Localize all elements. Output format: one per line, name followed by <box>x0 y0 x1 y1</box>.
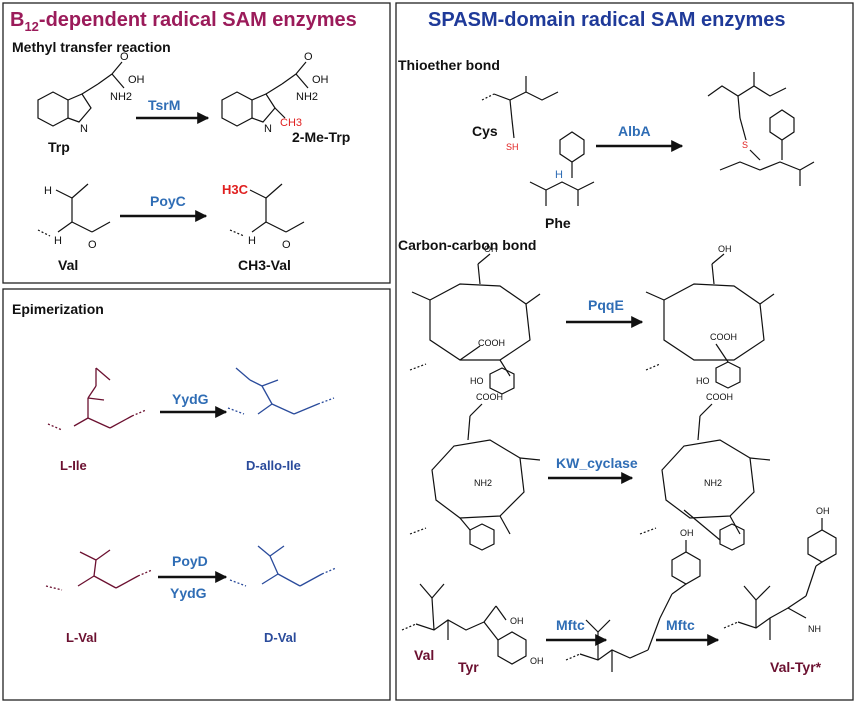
spasm-panel-title: SPASM-domain radical SAM enzymes <box>428 9 786 31</box>
val-tyr-star-label: Val-Tyr* <box>770 659 822 675</box>
pqqe-prod-cooh-text: COOH <box>710 332 737 342</box>
d-val-label: D-Val <box>264 630 297 645</box>
2-me-trp-label: 2-Me-Trp <box>292 129 350 145</box>
kw-cyclase-label: KW_cyclase <box>556 455 638 471</box>
poyd-label: PoyD <box>172 553 208 569</box>
methyl-transfer-heading: Methyl transfer reaction <box>12 39 171 55</box>
d-allo-ile-structure <box>227 367 335 415</box>
cys-label: Cys <box>472 123 498 139</box>
val-label-right: Val <box>414 647 434 663</box>
val-label: Val <box>58 257 78 273</box>
cys-structure: SH <box>481 76 559 152</box>
yydg-label-1: YydG <box>172 391 209 407</box>
spasm-panel-box <box>395 2 854 701</box>
kw-sub-nh2-text: NH2 <box>474 478 492 488</box>
pqqe-substrate-structure: OH COOH HO <box>409 244 541 395</box>
phe-label: Phe <box>545 215 571 231</box>
product-nh-text: NH <box>808 624 821 634</box>
carbon-carbon-heading: Carbon-carbon bond <box>398 237 536 253</box>
mftc-label-1: Mftc <box>556 617 585 633</box>
l-val-structure <box>45 549 153 591</box>
val-tyr-oh-text: OH <box>510 616 524 626</box>
trp-structure: OH O NH2 N <box>37 51 145 135</box>
ch3-val-label: CH3-Val <box>238 257 291 273</box>
l-ile-label: L-Ile <box>60 458 87 473</box>
ch3-val-h3c-text: H3C <box>222 182 249 197</box>
pqqe-prod-ho-text: HO <box>696 376 710 386</box>
thioether-product-structure: S <box>707 72 815 186</box>
pqqe-sub-oh-text: OH <box>484 244 498 254</box>
yydg-label-2: YydG <box>170 585 207 601</box>
val-n-text: H <box>54 235 62 247</box>
mftc-label-2: Mftc <box>666 617 695 633</box>
kw-product-structure: COOH NH2 <box>639 392 771 551</box>
kw-sub-cooh-text: COOH <box>476 392 503 402</box>
intermediate-oh-text: OH <box>680 528 694 538</box>
product-oh-text: OH <box>816 506 830 516</box>
mftc-intermediate-structure: OH <box>565 528 701 672</box>
tsrm-label: TsrM <box>148 97 180 113</box>
kw-prod-nh2-text: NH2 <box>704 478 722 488</box>
phe-structure: H <box>529 131 595 206</box>
me-trp-ch3-text: CH3 <box>280 117 302 129</box>
val-structure: H H O <box>37 183 111 251</box>
me-trp-nh2-text: NH2 <box>296 91 318 103</box>
trp-n-text: N <box>80 123 88 135</box>
trp-oh-text: OH <box>128 74 145 86</box>
val-tyr-oh2-text: OH <box>530 656 544 666</box>
pqqe-sub-cooh-text: COOH <box>478 338 505 348</box>
d-allo-ile-label: D-allo-Ile <box>246 458 301 473</box>
val-h-text: H <box>44 185 52 197</box>
epimerization-heading: Epimerization <box>12 301 104 317</box>
b12-panel-title: B12-dependent radical SAM enzymes <box>10 9 357 34</box>
me-trp-o-text: O <box>304 51 313 63</box>
pqqe-label: PqqE <box>588 297 624 313</box>
pqqe-sub-ho-text: HO <box>470 376 484 386</box>
alba-label: AlbA <box>618 123 651 139</box>
tyr-label: Tyr <box>458 659 479 675</box>
poyc-label: PoyC <box>150 193 186 209</box>
ch3-val-o-text: O <box>282 239 291 251</box>
kw-prod-cooh-text: COOH <box>706 392 733 402</box>
product-s-text: S <box>742 140 748 150</box>
cys-sh-text: SH <box>506 142 519 152</box>
me-trp-n-text: N <box>264 123 272 135</box>
thioether-heading: Thioether bond <box>398 57 500 73</box>
trp-nh2-text: NH2 <box>110 91 132 103</box>
epimerization-panel-box <box>2 288 391 701</box>
kw-substrate-structure: COOH NH2 <box>409 392 541 551</box>
val-tyr-substrate-structure: OH OH <box>401 583 544 666</box>
pqqe-prod-oh-text: OH <box>718 244 732 254</box>
trp-o-text: O <box>120 51 129 63</box>
l-val-label: L-Val <box>66 630 97 645</box>
phe-h-text: H <box>555 169 563 181</box>
ch3-val-structure: H3C H O <box>222 182 305 251</box>
d-val-structure <box>229 545 337 587</box>
val-tyr-product-structure: OH NH <box>723 506 837 640</box>
b12-panel-box <box>2 2 391 284</box>
val-o-text: O <box>88 239 97 251</box>
2-me-trp-structure: OH O NH2 CH3 N <box>221 51 329 135</box>
trp-label: Trp <box>48 139 70 155</box>
me-trp-oh-text: OH <box>312 74 329 86</box>
l-ile-structure <box>47 367 147 431</box>
ch3-val-n-text: H <box>248 235 256 247</box>
pqqe-product-structure: OH COOH HO <box>645 244 775 389</box>
